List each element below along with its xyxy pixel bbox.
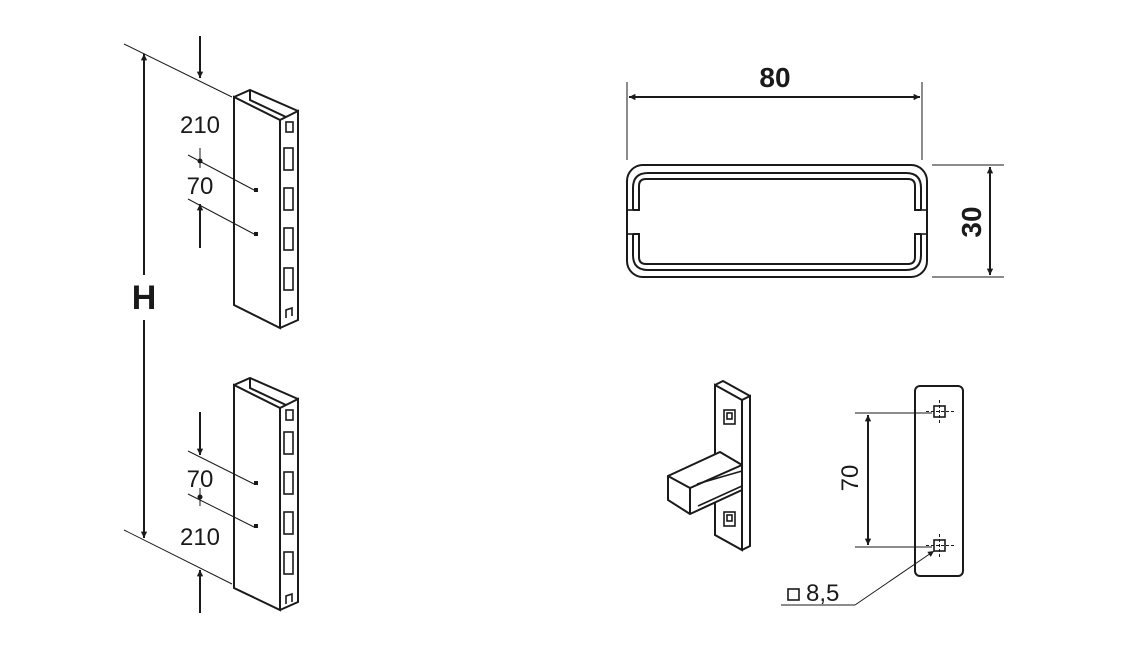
upper-hole	[926, 400, 954, 424]
section-depth-dimension: 30	[932, 164, 1004, 278]
upright-cross-section	[626, 164, 928, 278]
top-hole-dimensions: 210 70	[180, 36, 255, 248]
bottom-hole-dimensions: 70 210	[180, 412, 255, 613]
section-width-dimension: 80	[626, 62, 923, 160]
height-dimension: H	[123, 43, 233, 585]
top-pitch-label: 70	[187, 173, 214, 200]
section-depth-label: 30	[956, 206, 987, 237]
beam-connector-isometric	[667, 379, 751, 552]
upright-top-segment	[233, 88, 299, 330]
upright-bottom-segment	[233, 376, 299, 612]
bottom-pitch-label: 70	[187, 466, 214, 493]
bottom-gap-label: 210	[180, 524, 220, 551]
square-symbol-icon	[787, 588, 800, 601]
height-label: H	[132, 279, 157, 317]
top-gap-label: 210	[180, 112, 220, 139]
connector-plate-front	[914, 385, 964, 577]
connector-pitch-dimension: 70	[837, 412, 932, 548]
connector-pitch-label: 70	[837, 465, 864, 492]
lower-hole	[926, 534, 954, 558]
section-width-label: 80	[759, 62, 790, 93]
hole-size-callout: 8,5	[781, 550, 935, 607]
hole-size-label: 8,5	[806, 580, 839, 607]
